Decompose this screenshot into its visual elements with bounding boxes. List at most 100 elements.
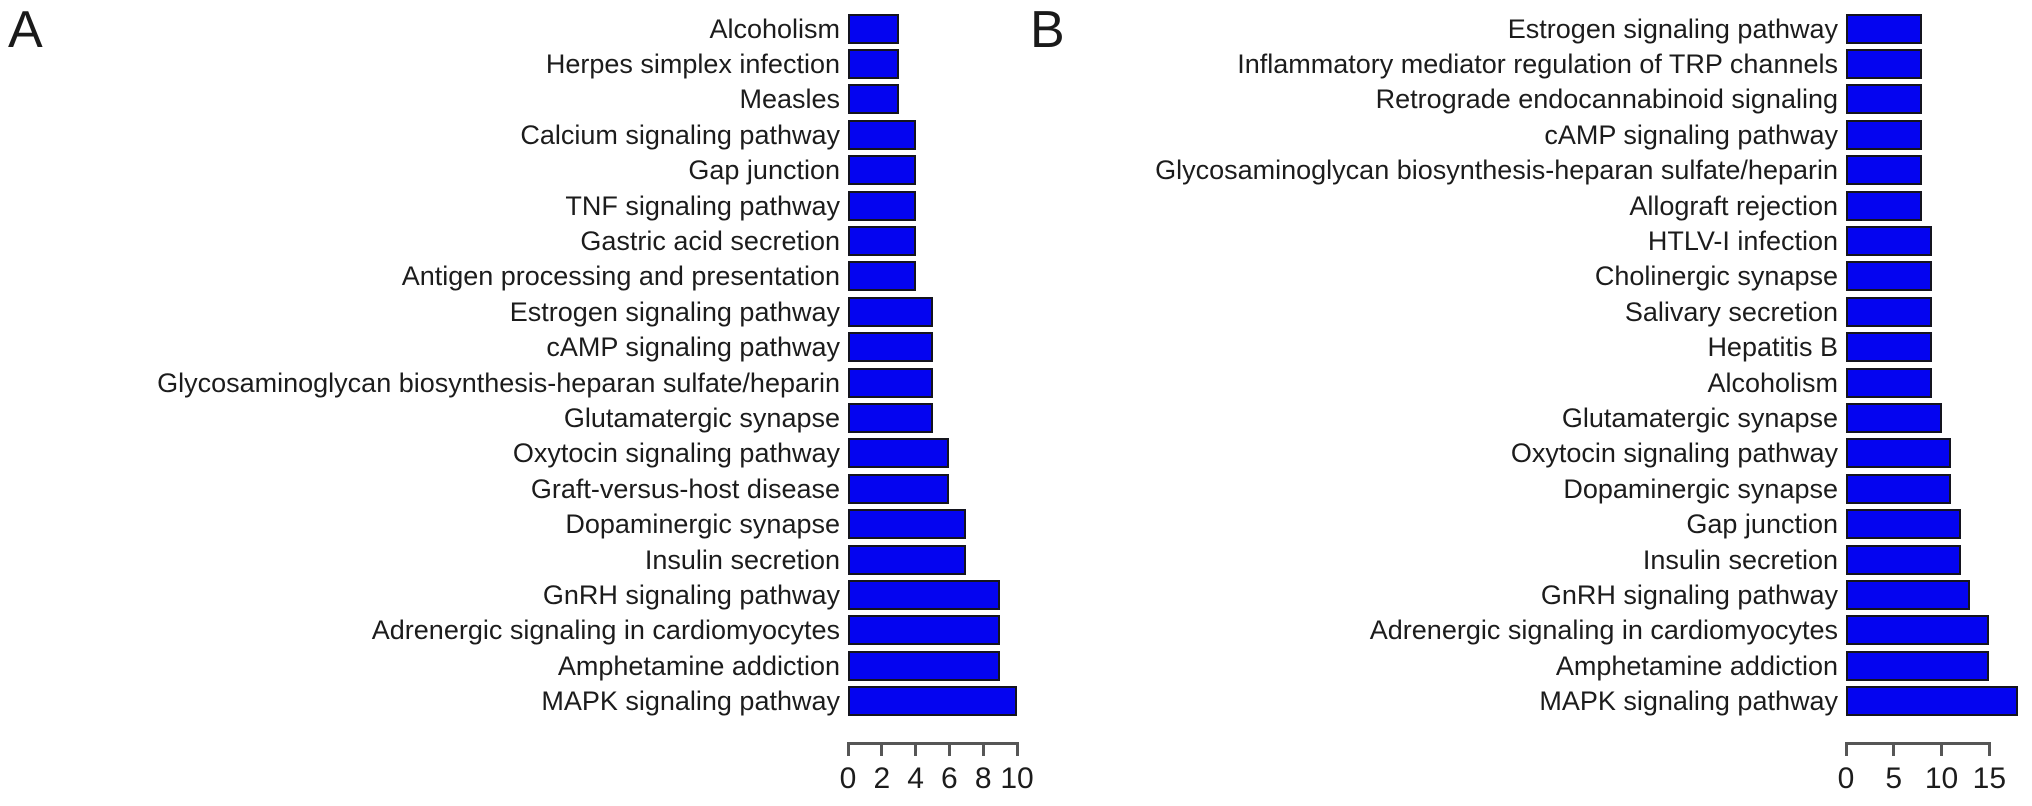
category-label: Retrograde endocannabinoid signaling	[1375, 84, 1838, 115]
bar-row: Dopaminergic synapse	[0, 506, 1032, 541]
bar-row: Calcium signaling pathway	[0, 117, 1032, 152]
axis-tick-label: 6	[941, 762, 958, 795]
bar-row: Alcoholism	[1020, 365, 2032, 400]
category-label: Glycosaminoglycan biosynthesis-heparan s…	[1155, 155, 1838, 186]
bar	[1846, 509, 1961, 540]
category-label: Alcoholism	[709, 13, 840, 44]
axis-tick-label: 0	[839, 762, 857, 795]
category-label: Estrogen signaling pathway	[509, 296, 840, 327]
axis-tick	[1892, 742, 1896, 756]
axis-tick	[1015, 742, 1019, 756]
category-label: cAMP signaling pathway	[1544, 119, 1838, 150]
category-label: Inflammatory mediator regulation of TRP …	[1237, 49, 1838, 80]
bar-row: GnRH signaling pathway	[1020, 577, 2032, 612]
category-label: MAPK signaling pathway	[1539, 686, 1838, 717]
bar	[1846, 367, 1932, 398]
bar	[1846, 155, 1923, 186]
bar-row: Gap junction	[1020, 506, 2032, 541]
bar	[1846, 190, 1923, 221]
axis-tick	[981, 742, 985, 756]
bar-row: MAPK signaling pathway	[0, 683, 1032, 718]
bar-row: Herpes simplex infection	[0, 46, 1032, 81]
bar	[1846, 119, 1923, 150]
bar-row: Oxytocin signaling pathway	[1020, 436, 2032, 471]
category-label: Glycosaminoglycan biosynthesis-heparan s…	[157, 367, 840, 398]
axis-tick	[880, 742, 884, 756]
bar-row: Amphetamine addiction	[0, 648, 1032, 683]
panel-b-letter: B	[1030, 1, 1065, 59]
bar	[848, 509, 967, 540]
axis-tick	[1844, 742, 1848, 756]
bar	[1846, 332, 1932, 363]
category-label: Graft-versus-host disease	[530, 473, 840, 504]
bar	[848, 686, 1017, 717]
category-label: Gastric acid secretion	[580, 226, 840, 257]
axis-tick-label: 5	[1885, 762, 1903, 795]
bar-row: HTLV-I infection	[1020, 223, 2032, 258]
category-label: Calcium signaling pathway	[520, 119, 840, 150]
bar-row: cAMP signaling pathway	[1020, 117, 2032, 152]
bar	[848, 402, 933, 433]
bar	[848, 438, 950, 469]
bar-row: Glycosaminoglycan biosynthesis-heparan s…	[0, 365, 1032, 400]
bar	[848, 579, 1001, 610]
bar	[848, 84, 899, 115]
category-label: Dopaminergic synapse	[1563, 473, 1838, 504]
category-label: Glutamatergic synapse	[1561, 402, 1838, 433]
category-label: Oxytocin signaling pathway	[512, 438, 840, 469]
bar	[848, 155, 916, 186]
bar	[848, 190, 916, 221]
panel-a-letter: A	[8, 1, 43, 59]
category-label: Amphetamine addiction	[1555, 650, 1838, 681]
bar-row: GnRH signaling pathway	[0, 577, 1032, 612]
bar	[1846, 650, 1990, 681]
bar	[1846, 13, 1923, 44]
axis-tick	[846, 742, 850, 756]
category-label: Alcoholism	[1707, 367, 1838, 398]
category-label: Dopaminergic synapse	[565, 509, 840, 540]
bar	[848, 226, 916, 257]
bar-row: Dopaminergic synapse	[1020, 471, 2032, 506]
category-label: Amphetamine addiction	[557, 650, 840, 681]
bar	[848, 650, 1001, 681]
bar-row: Measles	[0, 82, 1032, 117]
category-label: Herpes simplex infection	[545, 49, 840, 80]
bar-row: Insulin secretion	[1020, 542, 2032, 577]
category-label: cAMP signaling pathway	[546, 332, 840, 363]
bar-row: Gastric acid secretion	[0, 223, 1032, 258]
category-label: Glutamatergic synapse	[563, 402, 840, 433]
category-label: Gap junction	[688, 155, 840, 186]
bar	[848, 544, 967, 575]
bar-row: Glycosaminoglycan biosynthesis-heparan s…	[1020, 153, 2032, 188]
bar-row: Estrogen signaling pathway	[1020, 11, 2032, 46]
bar-row: Inflammatory mediator regulation of TRP …	[1020, 46, 2032, 81]
bar	[1846, 615, 1990, 646]
bar	[848, 49, 899, 80]
axis-tick-label: 2	[873, 762, 891, 795]
panel-b-axis-line	[1846, 742, 1990, 745]
bar-row: Glutamatergic synapse	[0, 400, 1032, 435]
axis-tick	[947, 742, 951, 756]
bar	[1846, 579, 1971, 610]
category-label: GnRH signaling pathway	[542, 579, 840, 610]
category-label: GnRH signaling pathway	[1540, 579, 1838, 610]
bar-row: TNF signaling pathway	[0, 188, 1032, 223]
bar	[848, 13, 899, 44]
bar	[1846, 438, 1952, 469]
bar	[848, 367, 933, 398]
bar-row: Glutamatergic synapse	[1020, 400, 2032, 435]
bar-row: Cholinergic synapse	[1020, 259, 2032, 294]
category-label: MAPK signaling pathway	[541, 686, 840, 717]
bar	[1846, 261, 1932, 292]
bar-row: Retrograde endocannabinoid signaling	[1020, 82, 2032, 117]
category-label: Insulin secretion	[644, 544, 840, 575]
bar	[848, 473, 950, 504]
bar	[848, 615, 1001, 646]
bar	[1846, 84, 1923, 115]
bar	[1846, 402, 1942, 433]
